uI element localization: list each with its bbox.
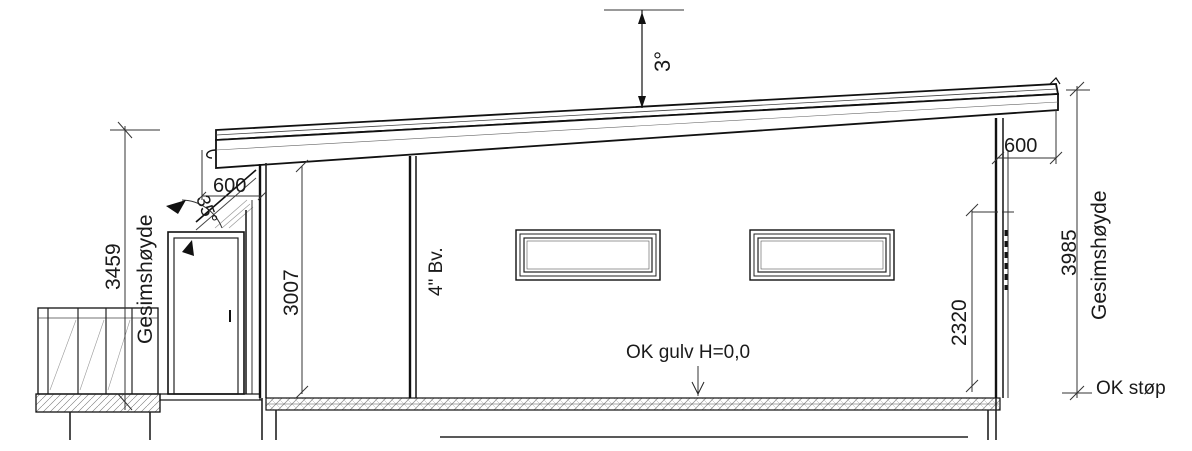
dimension-overhang-left: [197, 150, 267, 201]
eave-height-right-value: 3985: [1058, 229, 1081, 276]
door: [173, 237, 239, 395]
window-left: [515, 229, 661, 281]
eave-height-left-value: 3459: [102, 243, 125, 290]
roof-pitch-label: 3°: [650, 51, 675, 72]
floor-level-label: OK gulv H=0,0: [626, 342, 750, 363]
balcony-railing: [35, 307, 262, 440]
overhang-right-label: 600: [1004, 135, 1037, 157]
dimension-wall-height-left: [295, 159, 309, 399]
dimension-overhang-right: [991, 110, 1063, 165]
overhang-left-label: 600: [213, 175, 246, 197]
dimension-annex-pitch: [166, 199, 223, 256]
dimension-eave-height-right: [1062, 81, 1092, 401]
dimension-eave-height-left: [110, 121, 160, 411]
dimension-roof-pitch: [604, 9, 684, 108]
eave-height-right-label: Gesimshøyde: [1088, 190, 1111, 320]
walls: [258, 118, 1009, 398]
wall-type-label: 4" Bv.: [426, 247, 447, 296]
roof: [206, 77, 1061, 169]
annex: [159, 169, 261, 401]
gutter-icon: [206, 149, 217, 159]
dimension-wall-height-right: [965, 203, 1014, 393]
window-right: [749, 229, 895, 281]
wall-height-right-label: 2320: [948, 299, 971, 346]
eave-height-left-label: Gesimshøyde: [134, 214, 157, 344]
foundation-level-label: OK støp: [1096, 378, 1166, 399]
foundation-slab: [261, 397, 1001, 440]
floor-level-arrow-icon: [691, 366, 705, 396]
wall-height-left-label: 3007: [280, 269, 303, 316]
